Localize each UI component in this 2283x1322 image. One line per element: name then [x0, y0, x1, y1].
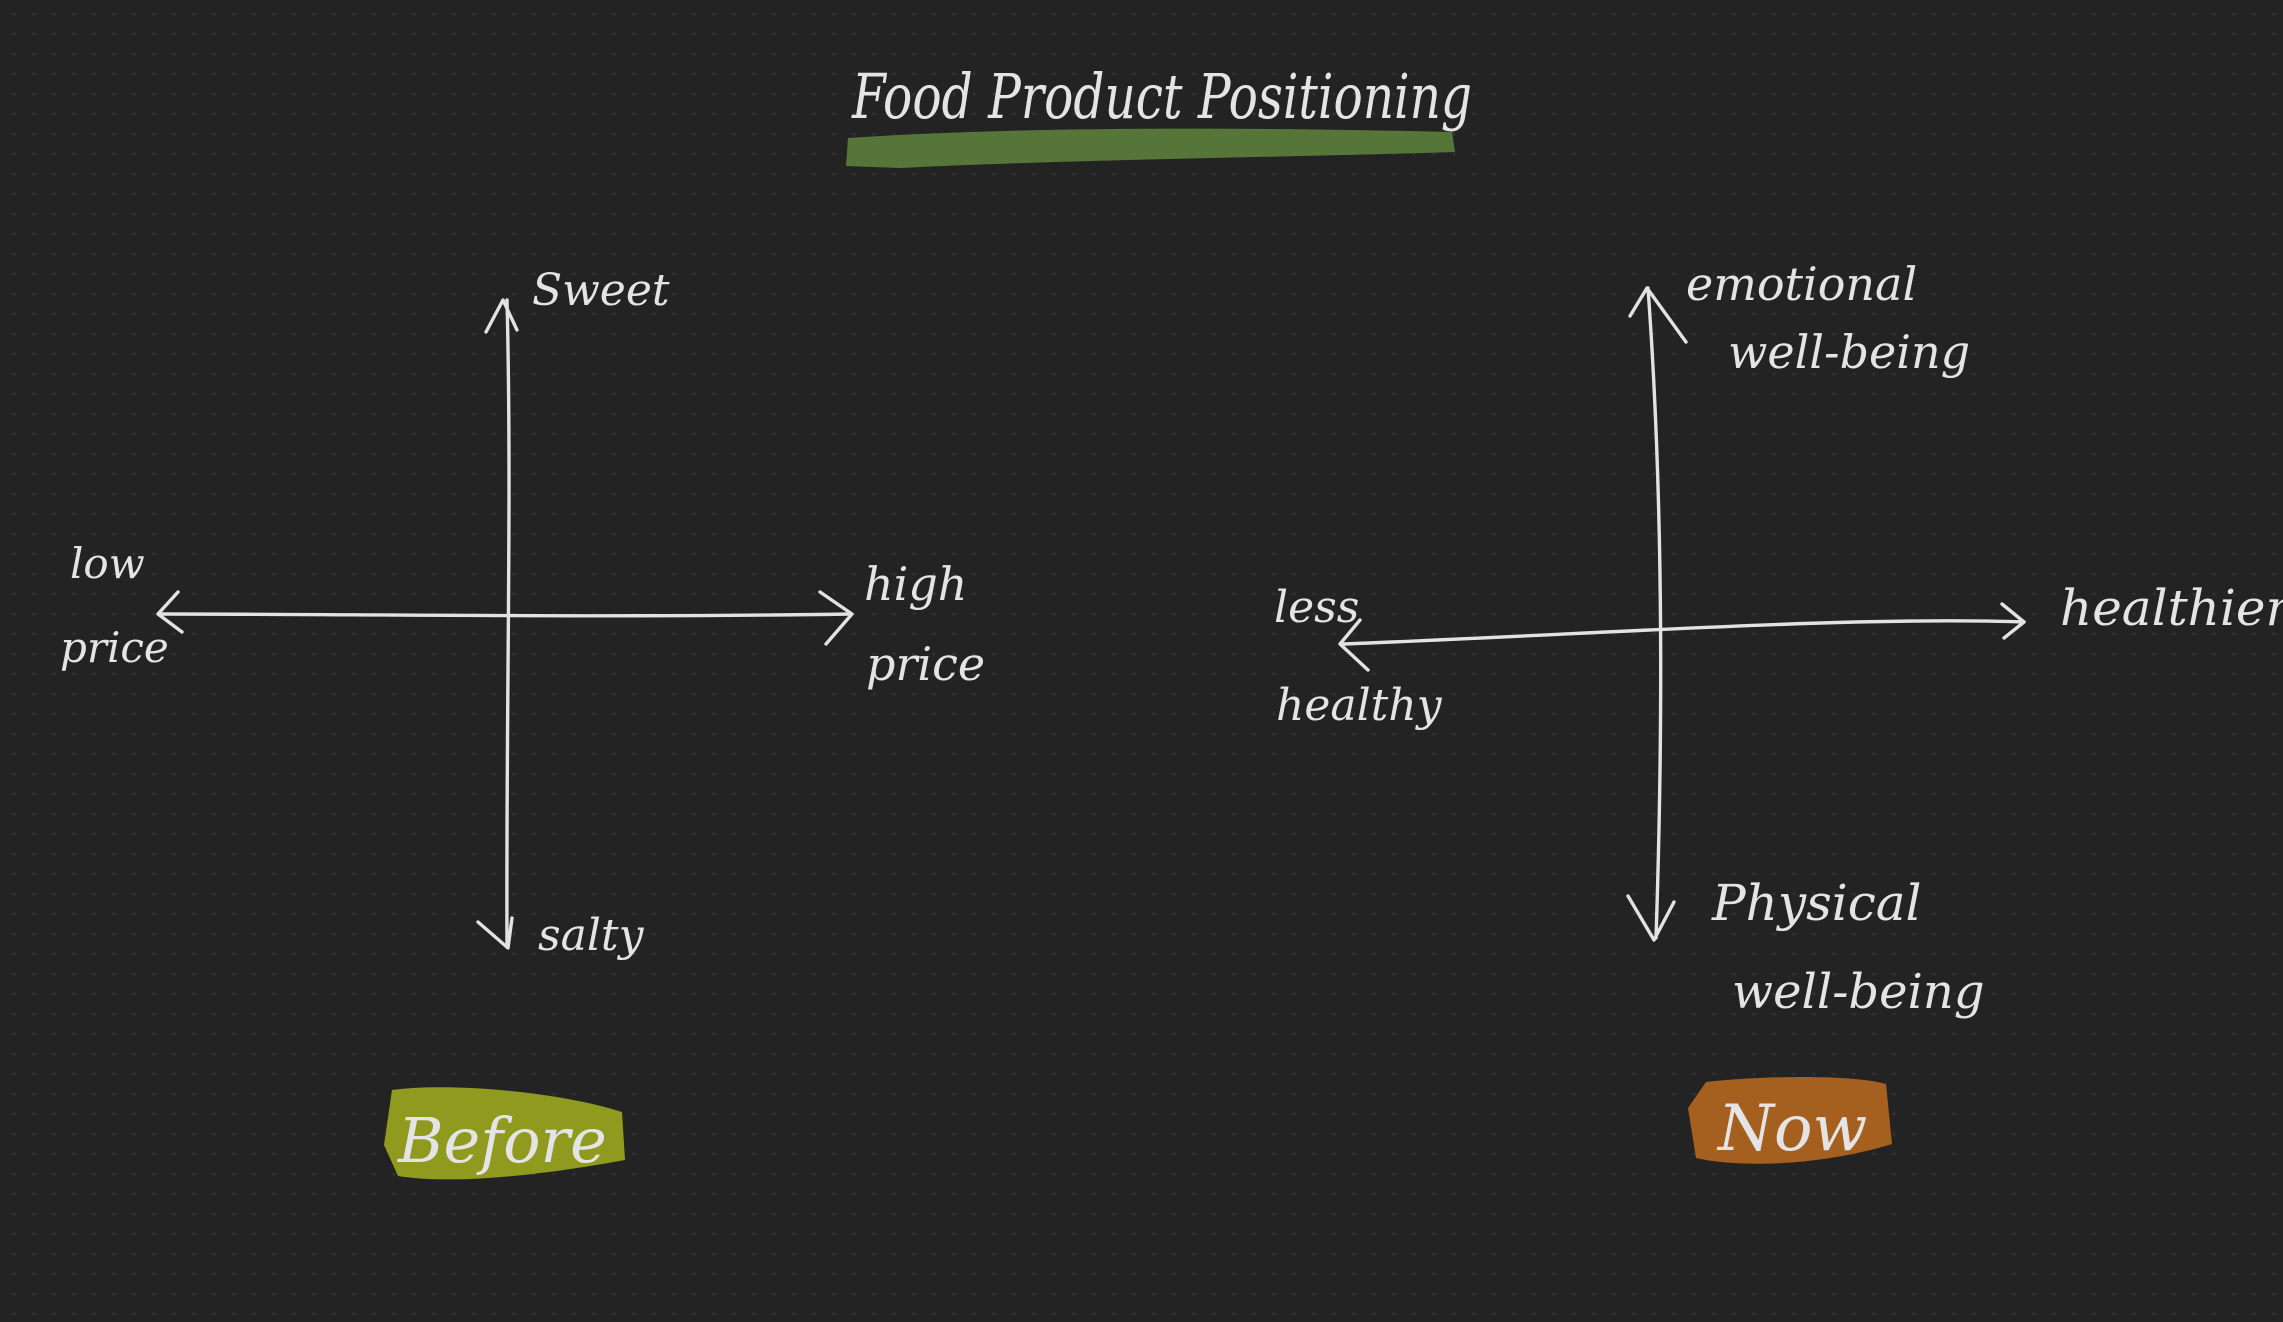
now-up-arrowhead [1628, 286, 1688, 344]
before-caption: Before [397, 1104, 607, 1177]
before-up-arrowhead [484, 298, 519, 334]
now-caption: Now [1716, 1092, 1867, 1166]
now-left-label-line2: healthy [1276, 680, 1443, 731]
page-title: Food Product Positioning [851, 60, 1472, 133]
before-diagram: Sweet salty low price high price Before [60, 265, 985, 1180]
before-horizontal-axis [158, 612, 852, 618]
now-left-label-line1: less [1274, 582, 1359, 633]
before-left-label-line1: low [70, 539, 145, 588]
now-down-arrowhead [1626, 894, 1676, 942]
now-top-label-line2: well-being [1728, 325, 1970, 379]
now-vertical-axis [1646, 286, 1663, 940]
before-left-label-line2: price [60, 623, 169, 672]
title-group: Food Product Positioning [846, 60, 1472, 168]
now-top-label-line1: emotional [1686, 257, 1917, 311]
now-bottom-label-line2: well-being [1732, 964, 1985, 1020]
before-left-arrowhead [156, 590, 184, 634]
before-right-label-line2: price [866, 637, 985, 691]
before-down-arrowhead [476, 916, 514, 950]
now-right-arrowhead [2000, 602, 2026, 640]
before-vertical-axis [505, 298, 511, 947]
now-caption-highlight [1688, 1077, 1892, 1164]
now-diagram: emotional well-being Physical well-being… [1274, 257, 2283, 1166]
before-right-arrowhead [818, 590, 854, 646]
before-right-label-line1: high [864, 557, 967, 611]
before-bottom-label: salty [538, 910, 645, 961]
title-highlight [846, 128, 1455, 168]
now-right-label: healthier [2060, 579, 2283, 637]
before-top-label: Sweet [532, 265, 670, 316]
before-caption-highlight [384, 1087, 625, 1180]
now-bottom-label-line1: Physical [1711, 874, 1922, 932]
now-left-arrowhead [1338, 618, 1370, 672]
now-horizontal-axis [1342, 619, 2026, 646]
